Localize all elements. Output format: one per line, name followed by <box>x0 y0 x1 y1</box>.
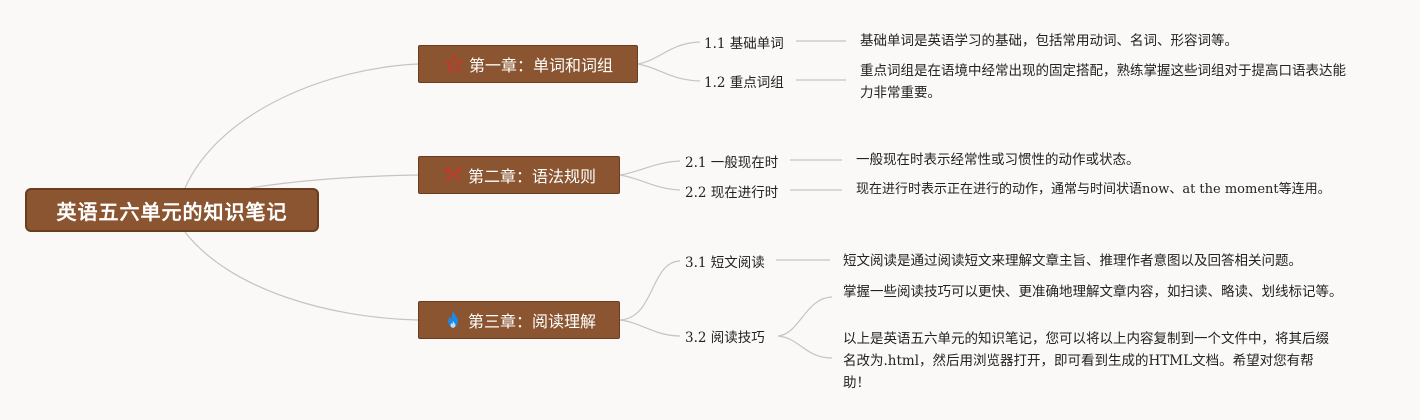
topic-2-2-label[interactable]: 2.2 现在进行时 <box>685 185 779 201</box>
topic-2-2-desc: 现在进行时表示正在进行的动作，通常与时间状语now、at the moment等… <box>856 182 1331 197</box>
chapter-1-node[interactable]: 第一章：单词和词组 <box>418 45 638 83</box>
chapter-1-title: 第一章：单词和词组 <box>468 56 613 75</box>
topic-1-1-desc: 基础单词是英语学习的基础，包括常用动词、名词、形容词等。 <box>860 33 1238 49</box>
link-ch2-2-1 <box>619 160 681 176</box>
topic-3-1-label[interactable]: 3.1 短文阅读 <box>685 255 765 271</box>
star-icon <box>443 53 465 75</box>
topic-3-2-label[interactable]: 3.2 阅读技巧 <box>685 330 765 346</box>
topic-1-2-desc: 重点词组是在语境中经常出现的固定搭配，熟练掌握这些词组对于提高口语表达能力非常重… <box>860 63 1346 101</box>
topic-3-2-desc-2: 以上是英语五六单元的知识笔记，您可以将以上内容复制到一个文件中，将其后缀名改为.… <box>843 331 1329 391</box>
chapter-2-node[interactable]: 第二章：语法规则 <box>418 156 620 194</box>
link-ch3-3-1 <box>619 260 681 321</box>
topic-3-2-desc-1: 掌握一些阅读技巧可以更快、更准确地理解文章内容，如扫读、略读、划线标记等。 <box>843 284 1343 300</box>
link-3-2-desc-a <box>777 296 833 337</box>
topic-2-1-label[interactable]: 2.1 一般现在时 <box>685 155 779 171</box>
link-root-ch2 <box>249 174 419 189</box>
link-ch1-1-2 <box>637 63 701 82</box>
link-ch3-3-2 <box>619 319 681 337</box>
topic-1-1-label[interactable]: 1.1 基础单词 <box>704 36 784 52</box>
link-3-2-desc-b <box>777 335 833 359</box>
link-root-ch1 <box>184 63 419 189</box>
chapter-3-title: 第三章：阅读理解 <box>467 312 596 331</box>
root-title: 英语五六单元的知识笔记 <box>56 199 288 224</box>
chapter-3-node[interactable]: 第三章：阅读理解 <box>418 301 620 339</box>
tools-icon <box>442 164 464 186</box>
link-ch2-2-2 <box>619 174 681 191</box>
topic-3-1-desc: 短文阅读是通过阅读短文来理解文章主旨、推理作者意图以及回答相关问题。 <box>843 253 1302 269</box>
chapter-2-title: 第二章：语法规则 <box>467 167 596 186</box>
flame-icon <box>442 309 464 331</box>
topic-1-2-label[interactable]: 1.2 重点词组 <box>704 75 784 91</box>
link-ch1-1-1 <box>637 41 701 65</box>
topic-2-1-desc: 一般现在时表示经常性或习惯性的动作或状态。 <box>856 152 1140 168</box>
root-node[interactable]: 英语五六单元的知识笔记 <box>25 188 319 232</box>
link-root-ch3 <box>184 231 419 321</box>
